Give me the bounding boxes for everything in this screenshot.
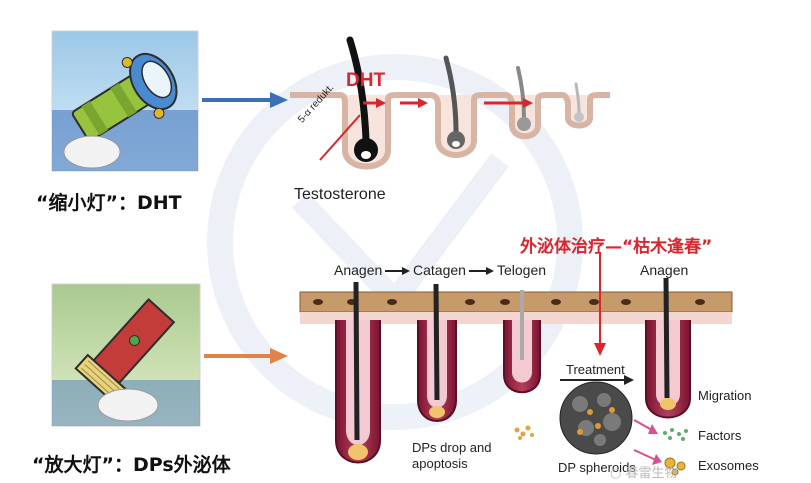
testosterone-label: Testosterone [294, 186, 386, 204]
treatment-label: Treatment [566, 362, 625, 377]
arrow-top [202, 92, 288, 108]
dht-label: DHT [346, 70, 385, 92]
stage-telogen-label: Telogen [497, 262, 546, 278]
source-watermark: ○ 春雷生物 [610, 462, 677, 481]
dps-drop-label-line2: apoptosis [412, 456, 468, 471]
hair-cycle-diagram [300, 252, 732, 475]
factors-label: Factors [698, 428, 741, 443]
stage-catagen-label: Catagen [413, 262, 466, 278]
migration-label: Migration [698, 388, 751, 403]
enlarge-light-image [52, 284, 200, 426]
exosome-therapy-title: 外泌体治疗—“枯木逢春” [520, 232, 712, 257]
miniaturization-diagram [290, 40, 610, 167]
dps-drop-label-line1: DPs drop and [412, 440, 492, 455]
stage-anagen-label: Anagen [334, 262, 382, 278]
enlarge-light-caption: “放大灯”：DPs外泌体 [32, 450, 231, 477]
shrink-light-caption: “缩小灯”：DHT [36, 188, 182, 215]
shrink-light-image [52, 31, 198, 171]
stage-anagen-2-label: Anagen [640, 262, 688, 278]
exosomes-label: Exosomes [698, 458, 759, 473]
